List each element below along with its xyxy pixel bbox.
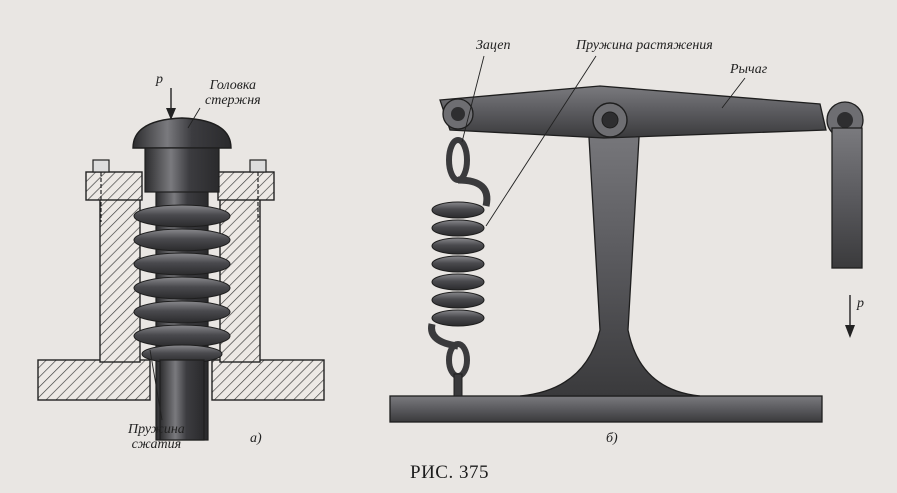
leader-extension-spring [485,55,597,227]
compression-spring-label: Пружина сжатия [128,422,185,452]
force-arrowhead-b [845,325,855,338]
panel-a-drawing [37,88,325,441]
panel-b-drawing [389,55,864,423]
force-label-a: p [156,72,163,87]
bolt-head-right [249,159,267,173]
housing-flange-right [211,359,325,401]
extension-spring [428,137,491,397]
leader-hook [461,55,485,143]
bolt-head-left [92,159,110,173]
compression-spring [133,204,231,364]
force-arrowhead-a [166,108,176,120]
rod-head [132,117,232,149]
rod-lower [159,359,205,441]
lever [439,85,827,139]
cover-right [217,171,275,201]
compression-spring-label-line2: сжатия [131,437,182,452]
hook-label: Зацеп [476,38,511,53]
panel-a-label: а) [250,431,262,446]
housing-flange-left [37,359,151,401]
extension-spring-label: Пружина растяжения [576,38,713,53]
force-label-b: p [857,296,864,311]
base-plate [389,395,823,423]
cover-left [85,171,143,201]
figure-caption: РИС. 375 [410,462,489,483]
leader-compression-spring [149,349,163,421]
compression-spring-label-line1: Пружина [128,422,185,437]
panel-b-label: б) [606,431,618,446]
housing-wall-left [99,189,141,363]
lever-label: Рычаг [730,62,768,77]
rod-head-label-line1: Головка [209,78,257,93]
leader-lever [721,77,746,109]
rod-head-label: Головка стержня [205,78,261,108]
leader-rod-head [187,107,201,129]
support-stand [519,119,701,397]
rod-head-label-line2: стержня [205,93,261,108]
link-rod [831,127,863,269]
rod-collar [144,147,220,193]
